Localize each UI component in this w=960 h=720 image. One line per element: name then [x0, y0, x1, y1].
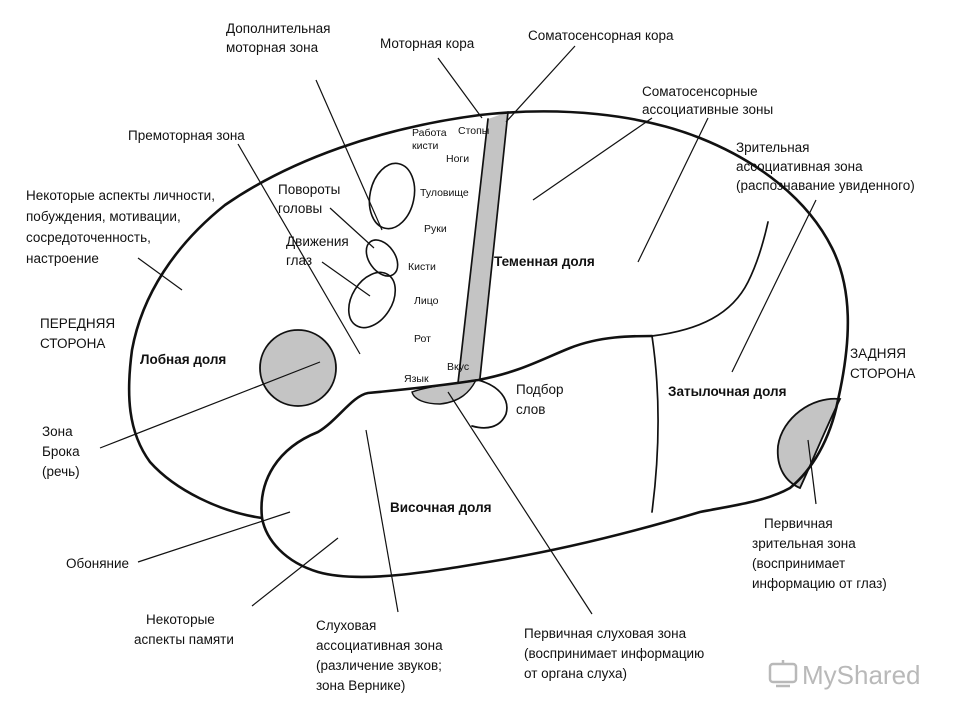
parietal-lobe-label: Теменная доля — [494, 254, 595, 269]
eye-area-upper — [365, 239, 399, 277]
occipital-lobe-label: Затылочная доля — [668, 384, 786, 399]
parietal-occipital-boundary — [651, 221, 769, 337]
motor-feet-label: Стопы — [458, 125, 489, 137]
pointer-visual-assoc — [731, 199, 817, 373]
motor-torso-label: Туловище — [420, 187, 469, 199]
pointer-primary-auditory — [447, 391, 593, 615]
head-turns-area — [368, 162, 416, 230]
pointer-primary-visual — [807, 439, 817, 505]
personality-label: Некоторые аспекты личности,побуждения, м… — [26, 188, 215, 266]
auditory-arc — [471, 379, 508, 429]
pointer-supplementary-motor — [315, 79, 383, 231]
motor-mouth-label: Рот — [414, 333, 431, 345]
pointer-somatosensory-assoc — [532, 117, 653, 201]
motor-arms-label: Руки — [424, 223, 447, 235]
occipital-temporal-boundary — [651, 335, 659, 513]
motor-cortex-label: Моторная кора — [380, 36, 475, 51]
pointer-auditory-assoc — [365, 429, 399, 613]
broca-area — [259, 329, 337, 407]
watermark: MyShared — [768, 660, 921, 690]
central-sulcus-front — [457, 118, 489, 384]
primary-auditory-label: Первичная слуховая зона(воспринимает инф… — [524, 626, 704, 681]
smell-label: Обоняние — [66, 556, 129, 571]
watermark-icon — [768, 660, 798, 688]
somatosensory-cortex-label: Соматосенсорная кора — [528, 28, 674, 43]
brain-outline — [127, 110, 850, 579]
pointer-premotor — [237, 143, 361, 355]
motor-hands-label: Кисти — [408, 261, 436, 273]
somatosensory-strip — [458, 112, 508, 383]
eye-area-lower — [347, 271, 397, 329]
temporal-lobe-label: Височная доля — [390, 500, 492, 515]
pointer-head-turns — [329, 207, 375, 249]
watermark-text: MyShared — [802, 660, 921, 690]
pointer-somatosensory-cortex — [505, 45, 576, 123]
sylvian-fissure — [260, 334, 654, 520]
motor-tongue-label: Язык — [404, 373, 429, 385]
premotor-label: Премоторная зона — [128, 128, 245, 143]
motor-taste-label: Вкус — [447, 361, 469, 373]
motor-legs-label: Ноги — [446, 153, 469, 165]
pointer-eye-movements — [321, 261, 371, 297]
pointer-motor-cortex — [437, 57, 483, 119]
pointer-personality — [137, 257, 183, 291]
pointer-smell — [137, 511, 291, 563]
motor-face-label: Лицо — [414, 295, 439, 307]
frontal-lobe-label: Лобная доля — [140, 352, 226, 367]
central-sulcus-back — [479, 111, 509, 379]
pointer-memory — [251, 537, 339, 607]
pointer-somatosensory-assoc-2 — [637, 117, 709, 263]
pointer-broca — [99, 361, 321, 449]
